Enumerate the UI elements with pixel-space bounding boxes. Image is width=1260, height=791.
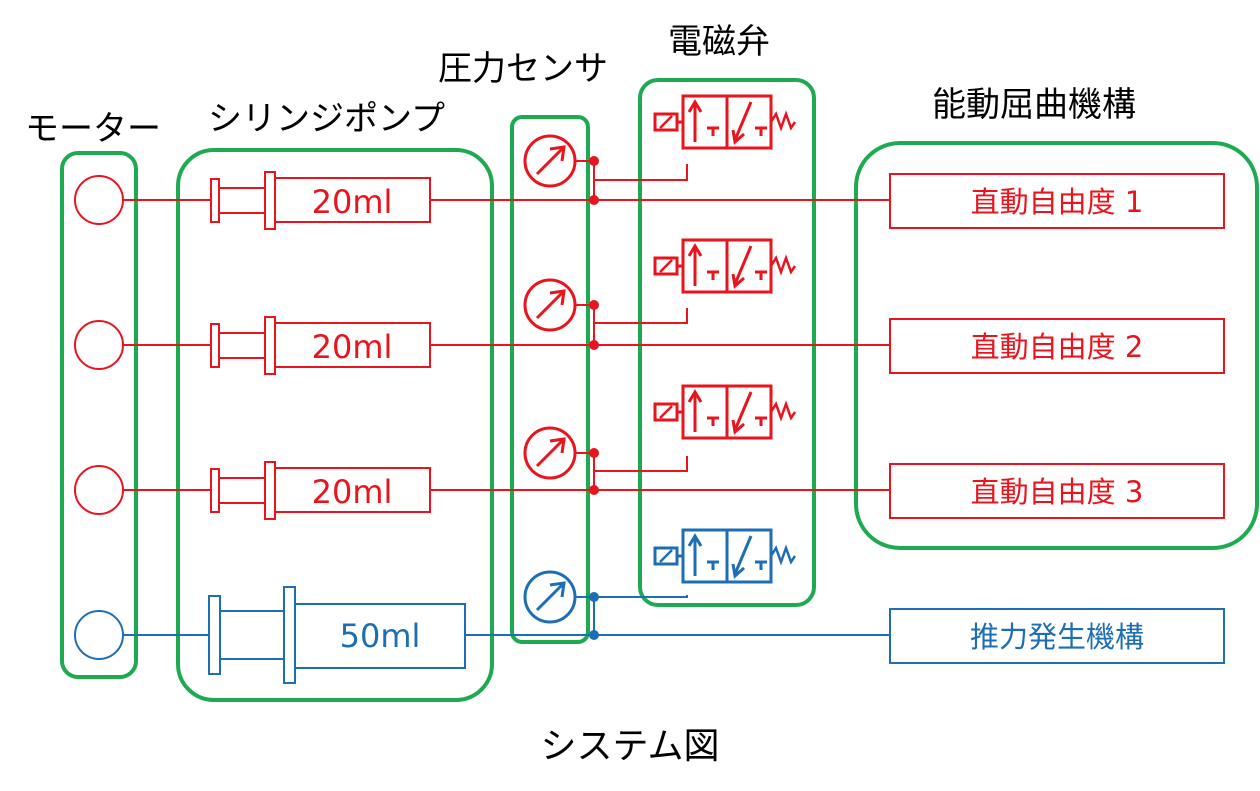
syringe-1-icon xyxy=(210,171,431,230)
syringe-pump-group-box xyxy=(176,148,494,702)
output-3-box xyxy=(889,463,1225,519)
syringe-pump-heading: シリンジポンプ xyxy=(208,99,445,139)
active-flexion-heading: 能動屈曲機構 xyxy=(932,85,1136,125)
syringe-4-volume: 50ml xyxy=(340,617,421,655)
pressure-sensor-heading: 圧力センサ xyxy=(438,49,608,89)
syringe-2-volume: 20ml xyxy=(312,328,393,366)
branch-lines-row-1 xyxy=(576,160,688,200)
pressure-sensor-4-icon xyxy=(523,570,577,624)
motor-heading: モーター xyxy=(25,109,161,149)
output-4-box xyxy=(889,608,1225,664)
solenoid-valve-1-icon xyxy=(653,94,797,150)
solenoid-valve-2-icon xyxy=(653,238,797,294)
branch-lines-row-2 xyxy=(576,304,688,345)
diagram-caption: システム図 xyxy=(541,726,720,767)
solenoid-valve-4-icon xyxy=(653,528,797,584)
syringe-1-volume: 20ml xyxy=(312,183,393,221)
motor-2-icon xyxy=(74,320,124,370)
syringe-4-icon xyxy=(208,586,466,684)
branch-lines-row-3 xyxy=(576,452,688,490)
pressure-sensor-1-icon xyxy=(523,134,577,188)
output-2-label: 直動自由度 2 xyxy=(971,330,1144,364)
syringe-3-icon xyxy=(210,461,431,520)
motor-4-icon xyxy=(74,610,124,660)
output-4-label: 推力発生機構 xyxy=(970,620,1144,654)
output-1-box xyxy=(889,173,1225,229)
solenoid-valve-group-box xyxy=(638,78,816,607)
syringe-3-volume: 20ml xyxy=(312,473,393,511)
output-2-box xyxy=(889,318,1225,374)
motor-1-icon xyxy=(74,175,124,225)
motor-3-icon xyxy=(74,465,124,515)
output-3-label: 直動自由度 3 xyxy=(971,475,1144,509)
pressure-sensor-group-box xyxy=(510,115,590,644)
output-1-label: 直動自由度 1 xyxy=(971,185,1144,219)
motor-group-box xyxy=(60,151,138,679)
junction-dots xyxy=(589,156,599,640)
solenoid-valve-heading: 電磁弁 xyxy=(668,22,770,62)
pressure-sensor-3-icon xyxy=(523,426,577,480)
pressure-sensor-2-icon xyxy=(523,278,577,332)
solenoid-valve-3-icon xyxy=(653,384,797,440)
syringe-2-icon xyxy=(210,316,431,375)
